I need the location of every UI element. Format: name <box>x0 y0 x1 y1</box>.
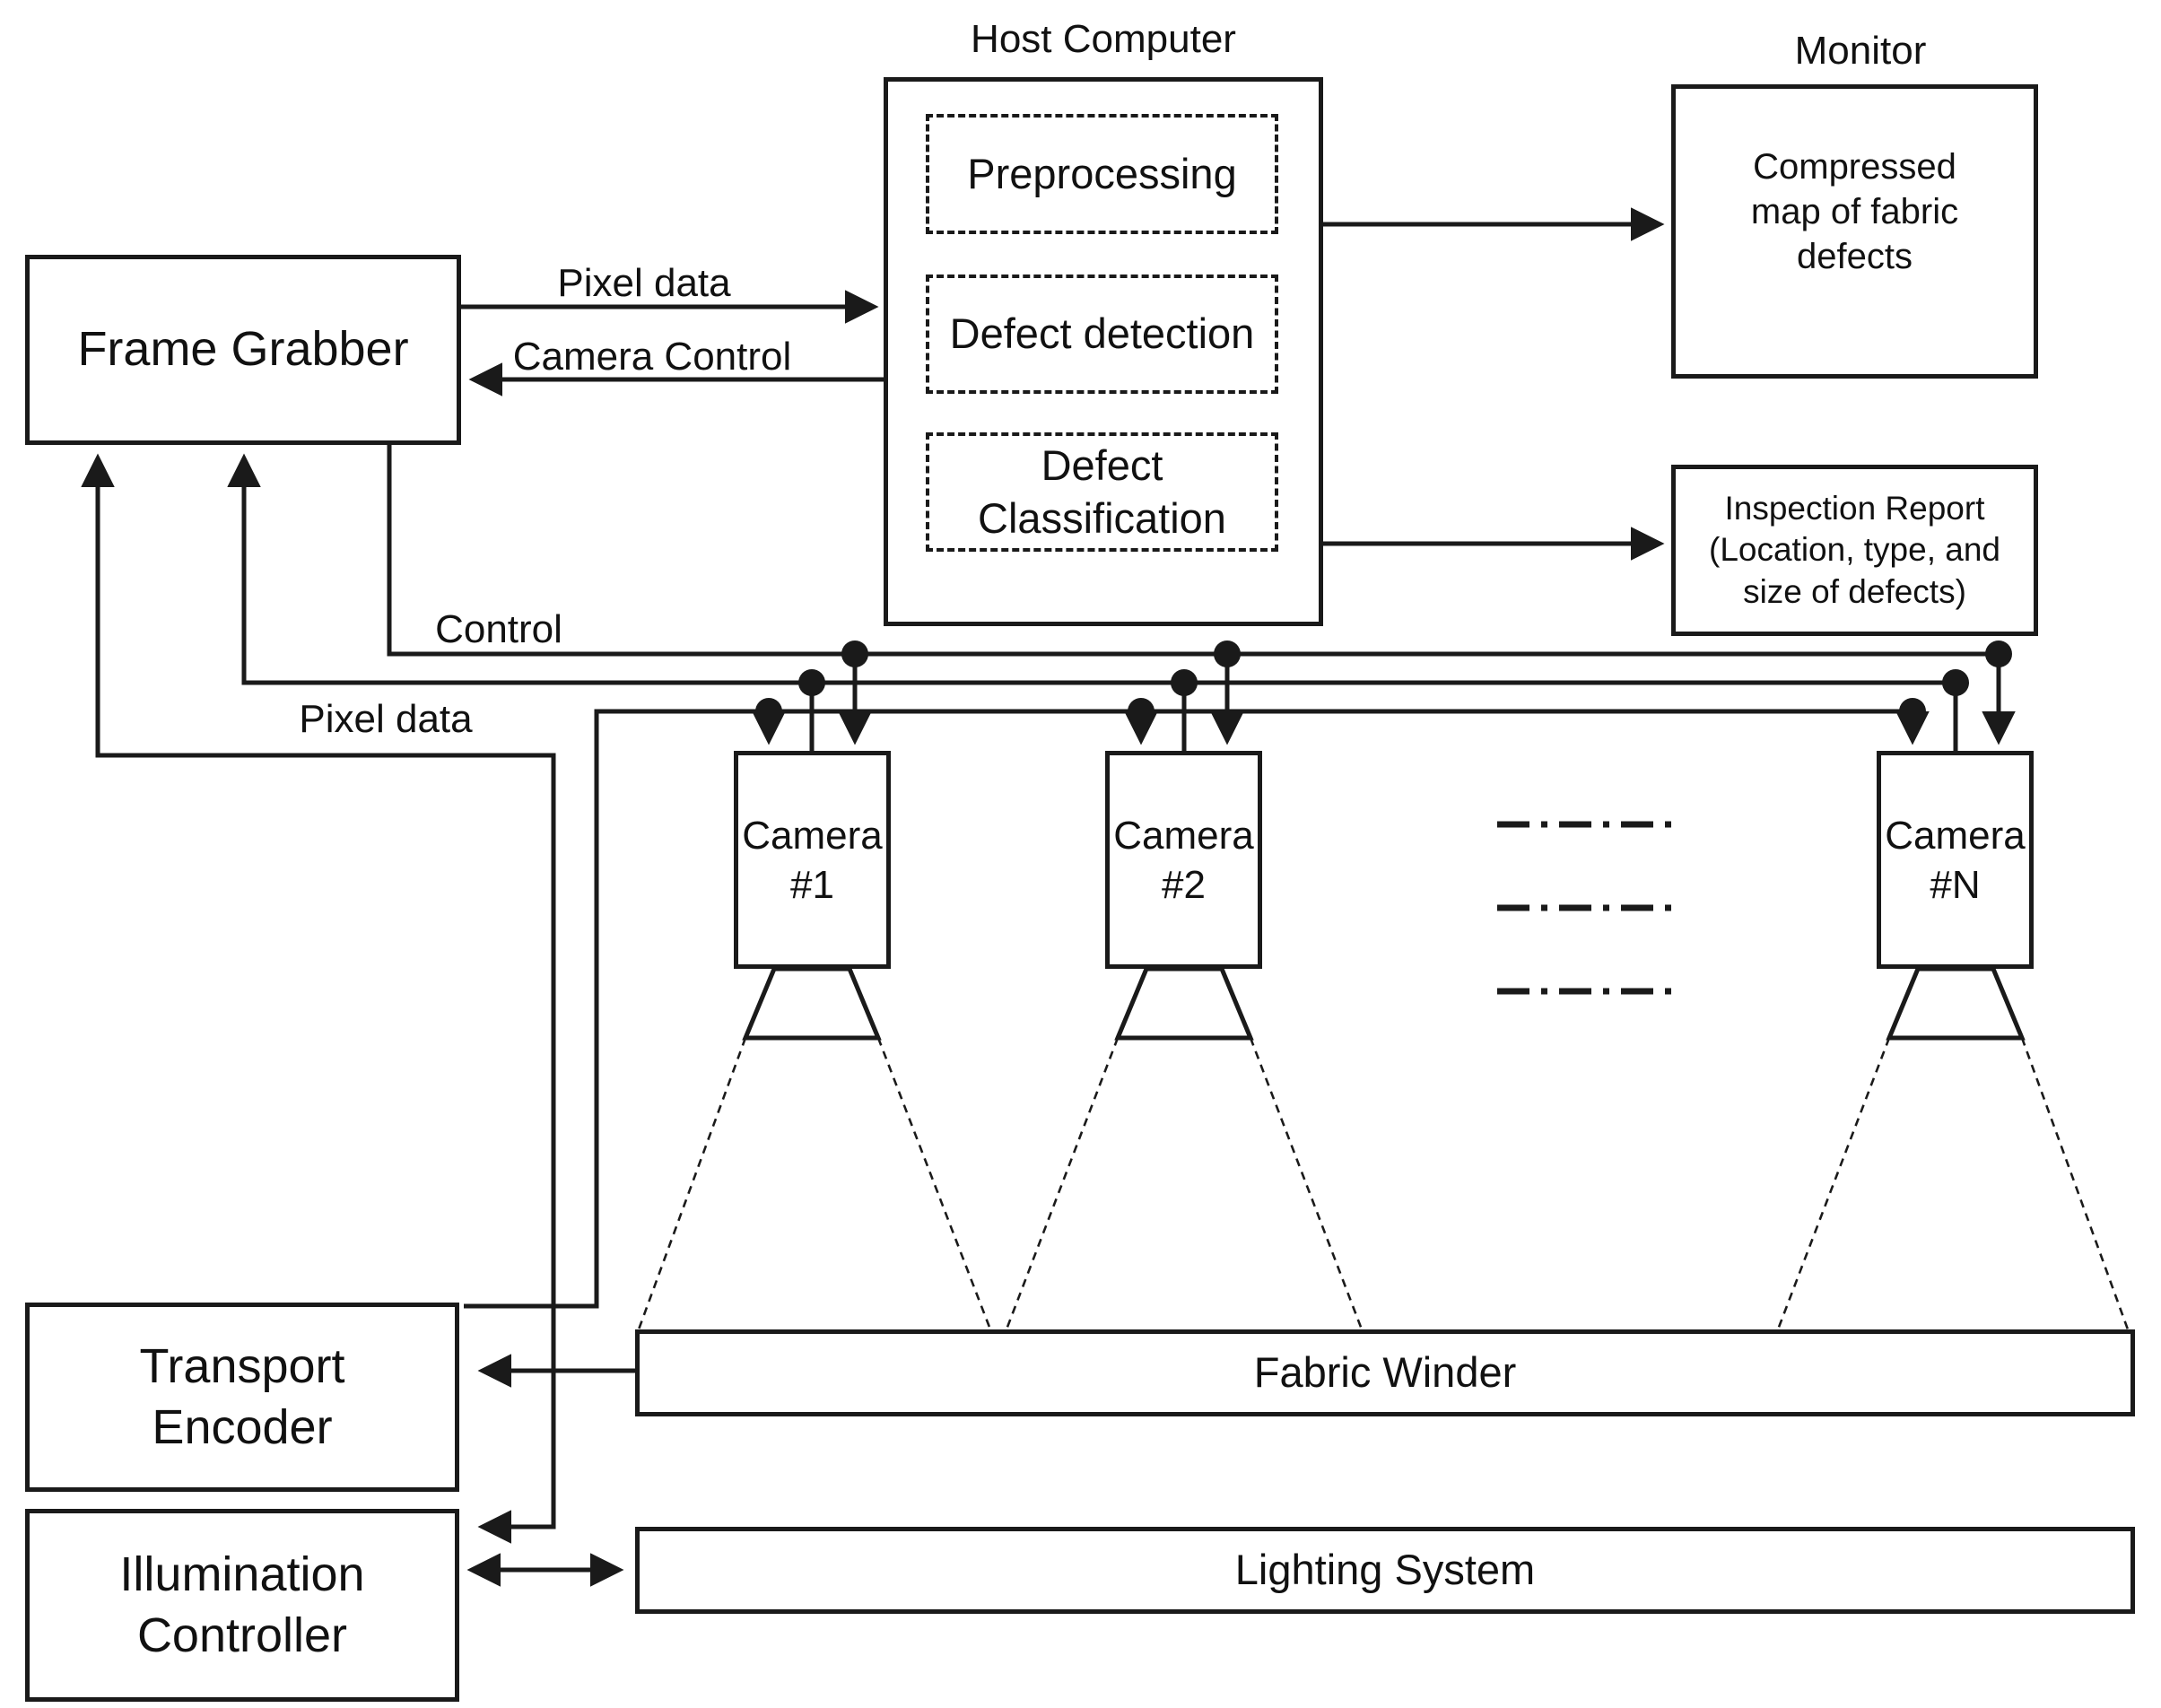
illumination-controller-box: Illumination Controller <box>25 1509 459 1702</box>
junction-dot <box>1171 669 1198 696</box>
pixel-data-return-line <box>81 453 556 1544</box>
transport-encoder-box: Transport Encoder <box>25 1303 459 1492</box>
camera2-cone-line <box>1005 1037 1120 1330</box>
preprocessing-label: Preprocessing <box>967 149 1237 197</box>
preprocessing-box: Preprocessing <box>926 114 1278 234</box>
cameraN-lens <box>1886 966 2026 1041</box>
junction-dot <box>841 640 868 667</box>
frame-grabber-label: Frame Grabber <box>77 322 409 377</box>
monitor-body-text: Compressed map of fabric defects <box>1750 147 1959 276</box>
cameraN-label: Camera #N <box>1885 813 2026 907</box>
lighting-system-label: Lighting System <box>1234 1546 1536 1594</box>
junction-dot <box>755 698 782 725</box>
junction-dot <box>798 669 825 696</box>
junction-dot <box>1214 640 1241 667</box>
pixel-data-bus-line <box>464 709 1913 1309</box>
camera2-cone-line <box>1249 1037 1364 1330</box>
camera1-cone-line <box>637 1037 747 1330</box>
camera1-cone-line <box>876 1037 992 1330</box>
camera-control-label: Camera Control <box>512 335 792 379</box>
cameraN-box: Camera #N <box>1877 751 2034 969</box>
monitor-label: Monitor <box>1794 29 1927 73</box>
camera2-box: Camera #2 <box>1105 751 1262 969</box>
cameraN-cone-line <box>2020 1037 2130 1330</box>
pixel-data-bus-label: Pixel data <box>299 697 473 741</box>
camera1-lens <box>742 966 882 1041</box>
junction-dot <box>1128 698 1155 725</box>
transport-encoder-label: Transport Encoder <box>139 1339 345 1454</box>
camera1-label: Camera #1 <box>742 813 883 907</box>
monitor-box: Compressed map of fabric defects <box>1671 84 2038 379</box>
junction-dot <box>1985 640 2012 667</box>
inspection-report-text: Inspection Report (Location, type, and s… <box>1709 490 2000 610</box>
camera2-label: Camera #2 <box>1113 813 1254 907</box>
camera1-box: Camera #1 <box>734 751 891 969</box>
junction-dot <box>1942 669 1969 696</box>
camera2-lens <box>1114 966 1254 1041</box>
defect-detection-label: Defect detection <box>949 309 1255 358</box>
defect-classification-label: Defect Classification <box>978 440 1226 542</box>
control-bus-line <box>387 445 1999 657</box>
fabric-winder-box: Fabric Winder <box>635 1329 2135 1416</box>
pixel-data-top-label: Pixel data <box>557 261 731 305</box>
fabric-winder-label: Fabric Winder <box>1253 1348 1517 1397</box>
illumination-controller-label: Illumination Controller <box>119 1547 365 1662</box>
host-computer-label: Host Computer <box>971 17 1236 61</box>
lighting-system-box: Lighting System <box>635 1527 2135 1614</box>
defect-detection-box: Defect detection <box>926 274 1278 394</box>
camera-output-bus-line <box>227 453 1956 685</box>
cameraN-cone-line <box>1776 1037 1891 1330</box>
inspection-report-box: Inspection Report (Location, type, and s… <box>1671 465 2038 636</box>
defect-classification-box: Defect Classification <box>926 432 1278 552</box>
control-label: Control <box>435 607 562 651</box>
frame-grabber-box: Frame Grabber <box>25 255 461 445</box>
junction-dot <box>1899 698 1926 725</box>
